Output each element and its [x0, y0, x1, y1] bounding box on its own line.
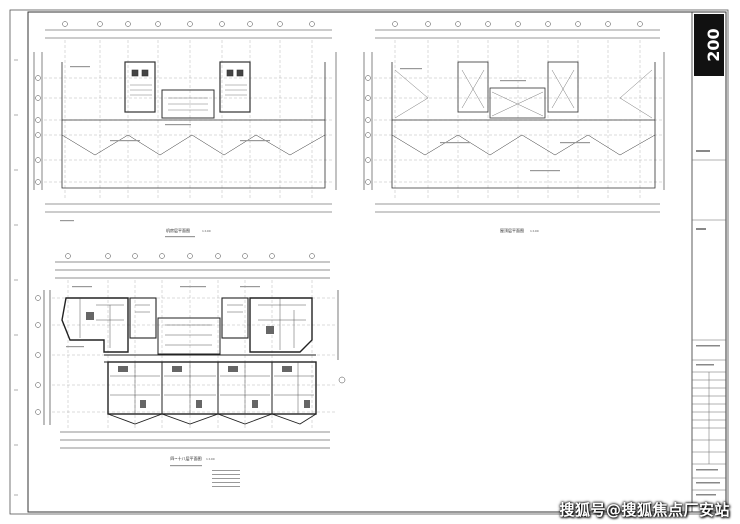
title-block: 200 [691, 12, 726, 512]
plan-scale-typical-floor: 1:100 [206, 457, 215, 461]
plan-caption-roof-machine-room: 机房层平面图 [166, 227, 190, 233]
title-block-logo: 200 [704, 28, 723, 61]
plan-caption-typical-floor: 四~十八层平面图 [170, 455, 201, 461]
watermark: 搜狐号@搜狐焦点厂安站 [559, 501, 730, 519]
plan-notes-typical-floor [170, 465, 240, 487]
plan-typical-floor [35, 253, 346, 449]
outer-border [9, 9, 729, 515]
plan-caption-roof: 屋顶层平面图 [500, 227, 524, 233]
inner-border [27, 11, 727, 513]
plan-roof-machine-room [33, 21, 337, 222]
left-margin-marks [14, 59, 18, 496]
plan-scale-roof: 1:100 [530, 229, 539, 233]
plan-scale-roof-machine-room: 1:100 [202, 229, 211, 233]
plan-roof [363, 21, 665, 213]
plan-subcaption-roof-machine-room [165, 236, 195, 238]
